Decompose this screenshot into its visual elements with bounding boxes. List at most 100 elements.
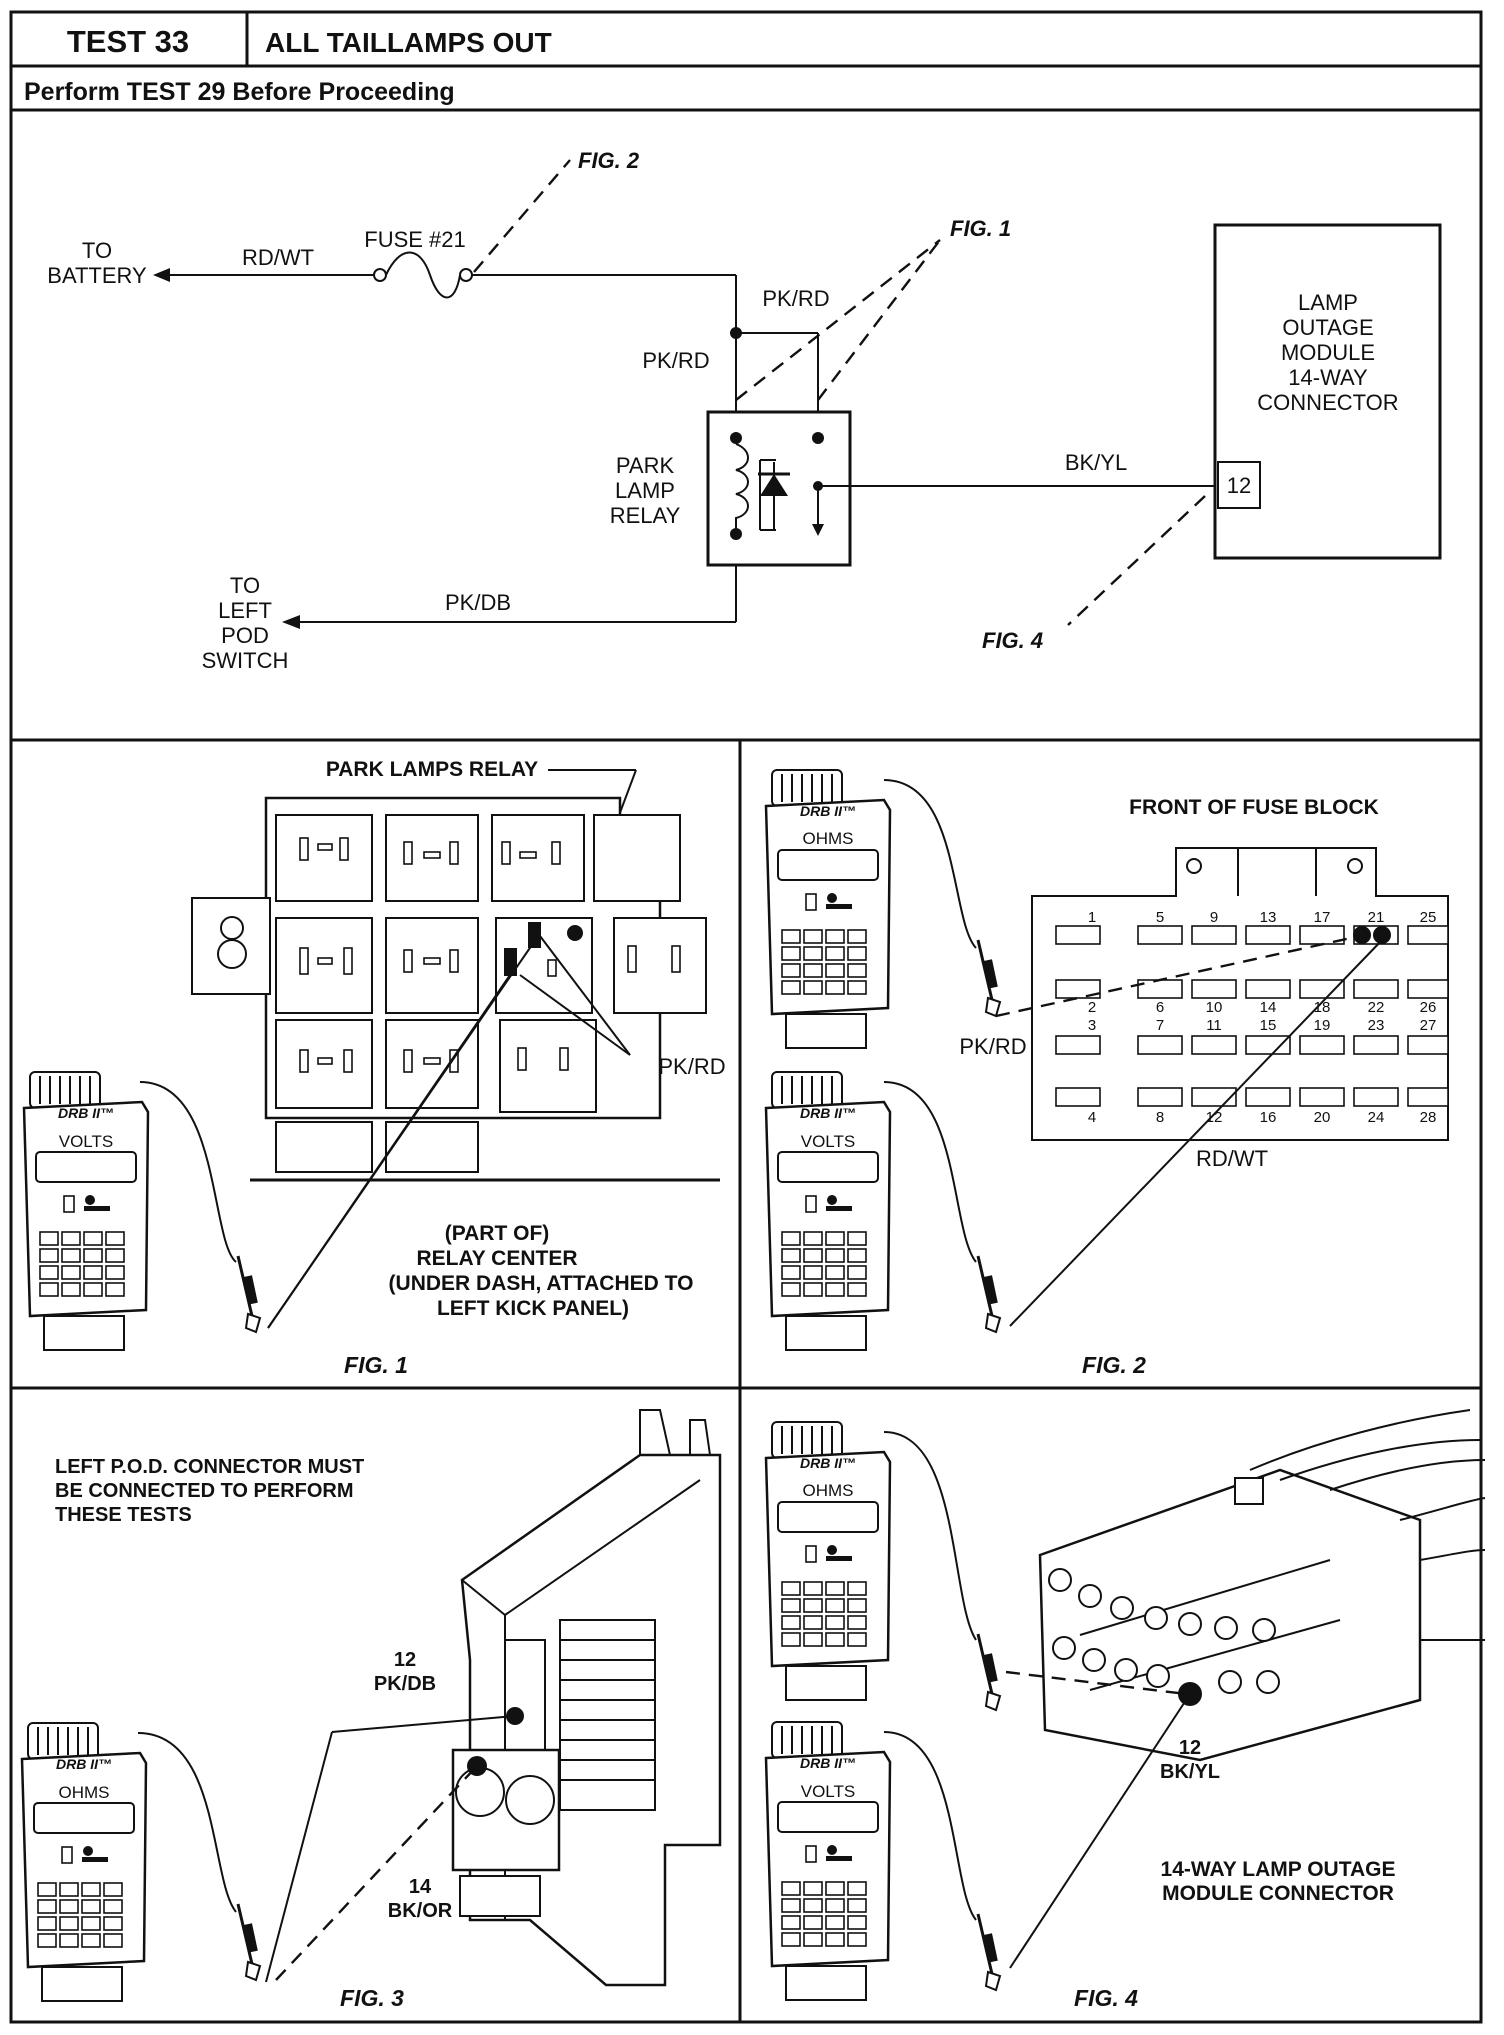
fig2-wire-bottom: RD/WT: [1196, 1146, 1268, 1171]
fig1-panel: PARK LAMPS RELAY: [22, 758, 726, 1378]
relay-coil: [735, 443, 749, 528]
to-battery-label-2: BATTERY: [47, 263, 147, 288]
fig4-probe-1: [976, 1632, 1002, 1712]
test-title: ALL TAILLAMPS OUT: [265, 27, 552, 58]
fig2-meter2-mode: VOLTS: [801, 1132, 855, 1151]
park-lamps-relay-label: PARK LAMPS RELAY: [326, 758, 538, 781]
fuse-num-25: 25: [1420, 909, 1437, 926]
fig1-caption-1: (PART OF): [445, 1222, 550, 1245]
fig2-callout: FIG. 2: [578, 148, 640, 173]
fig3-meter-brand: DRB II™: [56, 1756, 112, 1772]
module-label-5: CONNECTOR: [1257, 390, 1398, 415]
relay-contact: [812, 524, 824, 536]
fig2-meter1-mode: OHMS: [803, 829, 854, 848]
relay-center: [191, 796, 720, 1182]
to-pod-label-4: SWITCH: [202, 648, 289, 673]
fig1-leader-a: [735, 239, 941, 401]
fig1-meter-mode: VOLTS: [59, 1132, 113, 1151]
fig2-panel: DRB II™ OHMS DRB II™ VOLTS PK/RD FRONT O…: [764, 768, 1449, 1378]
fuse-num-20: 20: [1314, 1109, 1331, 1126]
fig4-caption-1: 14-WAY LAMP OUTAGE: [1161, 1858, 1396, 1881]
fig1-label: FIG. 1: [344, 1352, 408, 1378]
fuse-num-14: 14: [1260, 999, 1277, 1016]
fuse-num-5: 5: [1156, 909, 1164, 926]
fuse-num-16: 16: [1260, 1109, 1277, 1126]
fig3-note-2: BE CONNECTED TO PERFORM: [55, 1480, 354, 1502]
prerequisite-note: Perform TEST 29 Before Proceeding: [24, 78, 455, 106]
fig4-meter1-mode: OHMS: [803, 1481, 854, 1500]
fuse-terminal-right: [459, 268, 473, 282]
fuse-num-15: 15: [1260, 1017, 1277, 1034]
fig2-probe-2: [976, 1254, 1002, 1334]
lamp-outage-connector: [1038, 1409, 1486, 1762]
fuse-block: [1031, 847, 1449, 1141]
test-number: TEST 33: [67, 24, 189, 59]
pod-pin-14-number: 14: [409, 1876, 432, 1898]
to-pod-label-2: LEFT: [218, 598, 272, 623]
fuse-num-7: 7: [1156, 1017, 1164, 1034]
fig4-caption-2: MODULE CONNECTOR: [1162, 1882, 1394, 1905]
fig2-leader: [473, 159, 571, 273]
connector-pin-12-wire: BK/YL: [1160, 1761, 1220, 1783]
fuse-num-17: 17: [1314, 909, 1331, 926]
fuse-num-28: 28: [1420, 1109, 1437, 1126]
fuse-num-23: 23: [1368, 1017, 1385, 1034]
fuse-num-6: 6: [1156, 999, 1164, 1016]
pod-connector: [451, 1409, 722, 1987]
pod-pin-12-wire: PK/DB: [374, 1673, 436, 1695]
fig4-probe-2: [976, 1912, 1002, 1992]
fig4-meter1-brand: DRB II™: [800, 1455, 856, 1471]
fig2-probe-1: [976, 938, 1002, 1018]
fig3-note-1: LEFT P.O.D. CONNECTOR MUST: [55, 1456, 364, 1478]
fig4-leader: [1067, 495, 1206, 626]
fig2-meter1-brand: DRB II™: [800, 803, 856, 819]
fig1-caption-3: (UNDER DASH, ATTACHED TO: [389, 1272, 694, 1295]
pk-rd-left-label: PK/RD: [642, 348, 709, 373]
fuse-num-4: 4: [1088, 1109, 1096, 1126]
fig2-meter2-brand: DRB II™: [800, 1105, 856, 1121]
relay-label-3: RELAY: [610, 503, 681, 528]
fig3-panel: LEFT P.O.D. CONNECTOR MUST BE CONNECTED …: [20, 1409, 722, 2011]
fuse-num-2: 2: [1088, 999, 1096, 1016]
pod-arrow: [282, 615, 300, 629]
fuse-num-8: 8: [1156, 1109, 1164, 1126]
battery-arrow: [153, 268, 170, 282]
fig1-leader-b: [817, 239, 941, 401]
fig4-callout: FIG. 4: [982, 628, 1043, 653]
fuse-terminal-left: [373, 268, 387, 282]
fuse-num-12: 12: [1206, 1109, 1223, 1126]
relay-label-1: PARK: [616, 453, 675, 478]
fig4-meter2-mode: VOLTS: [801, 1782, 855, 1801]
fuse-num-21: 21: [1368, 909, 1385, 926]
fig2-label: FIG. 2: [1082, 1352, 1146, 1378]
to-pod-label-1: TO: [230, 573, 260, 598]
fig1-caption-2: RELAY CENTER: [416, 1247, 577, 1270]
module-label-3: MODULE: [1281, 340, 1375, 365]
relay-label-2: LAMP: [615, 478, 675, 503]
pod-pin-14-wire: BK/OR: [388, 1900, 453, 1922]
module-pin-12: [1217, 461, 1261, 509]
relay-probe-point: [567, 925, 583, 941]
fuse-num-13: 13: [1260, 909, 1277, 926]
wire-rd-wt-label: RD/WT: [242, 245, 314, 270]
fig3-meter-mode: OHMS: [59, 1783, 110, 1802]
module-label-4: 14-WAY: [1288, 365, 1368, 390]
fuse-num-10: 10: [1206, 999, 1223, 1016]
fuse-num-9: 9: [1210, 909, 1218, 926]
fig1-wire-label: PK/RD: [658, 1054, 725, 1079]
relay-diode: [760, 474, 788, 496]
module-label-1: LAMP: [1298, 290, 1358, 315]
connector-pin-12-number: 12: [1179, 1737, 1201, 1759]
fuse-num-1: 1: [1088, 909, 1096, 926]
sheet-border: [9, 10, 1483, 2024]
fuse-numbers: 1 5 9 13 17 21 25 2 6 10 14 18 22 26 3 7…: [1088, 909, 1437, 1126]
pk-rd-top-label: PK/RD: [762, 286, 829, 311]
fig1-meter-brand: DRB II™: [58, 1105, 114, 1121]
fuse-num-26: 26: [1420, 999, 1437, 1016]
fuse-num-19: 19: [1314, 1017, 1331, 1034]
pod-pin-12-number: 12: [394, 1649, 416, 1671]
to-pod-label-3: POD: [221, 623, 269, 648]
fig3-label: FIG. 3: [340, 1985, 404, 2011]
pk-db-label: PK/DB: [445, 590, 511, 615]
